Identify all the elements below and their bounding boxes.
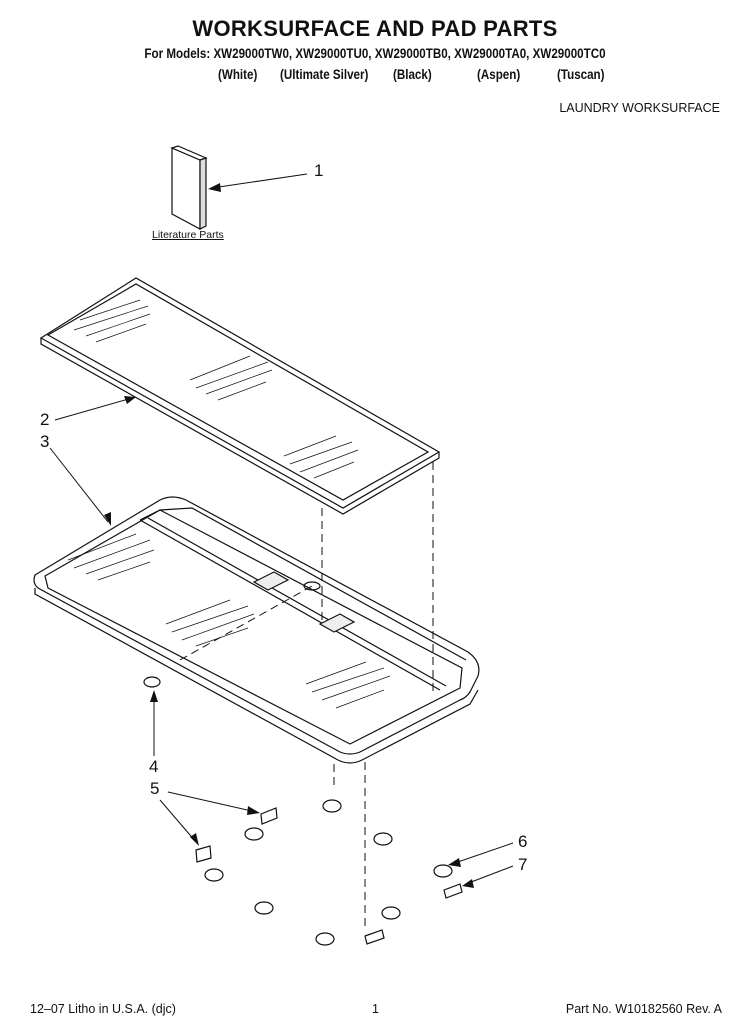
worksurface-pad: [39, 277, 441, 515]
footer-page-number: 1: [372, 1002, 379, 1016]
bumper-item-4: [143, 676, 161, 688]
finish-ultimate-silver: (Ultimate Silver): [280, 67, 369, 82]
finish-black: (Black): [393, 67, 432, 82]
finish-aspen: (Aspen): [477, 67, 521, 82]
callout-1: 1: [314, 161, 324, 180]
section-label: LAUNDRY WORKSURFACE: [559, 101, 720, 115]
footer-part-number: Part No. W10182560 Rev. A: [565, 1002, 722, 1016]
footer-litho: 12–07 Litho in U.S.A. (djc): [30, 1002, 176, 1016]
callout-5: 5: [150, 779, 160, 798]
finish-tuscan: (Tuscan): [557, 67, 605, 82]
clips: [195, 807, 463, 945]
literature-parts-label: Literature Parts: [152, 229, 224, 241]
literature-booklet: [170, 145, 208, 231]
callout-7: 7: [518, 855, 528, 874]
foot-pads: [204, 799, 453, 946]
worksurface-tray: [33, 496, 480, 764]
callout-2: 2: [40, 410, 50, 429]
callout-3: 3: [40, 432, 50, 451]
callout-6: 6: [518, 832, 528, 851]
callout-4: 4: [149, 757, 159, 776]
finish-white: (White): [218, 67, 258, 82]
page-title: WORKSURFACE AND PAD PARTS: [192, 16, 558, 41]
models-line: For Models: XW29000TW0, XW29000TU0, XW29…: [144, 46, 606, 61]
